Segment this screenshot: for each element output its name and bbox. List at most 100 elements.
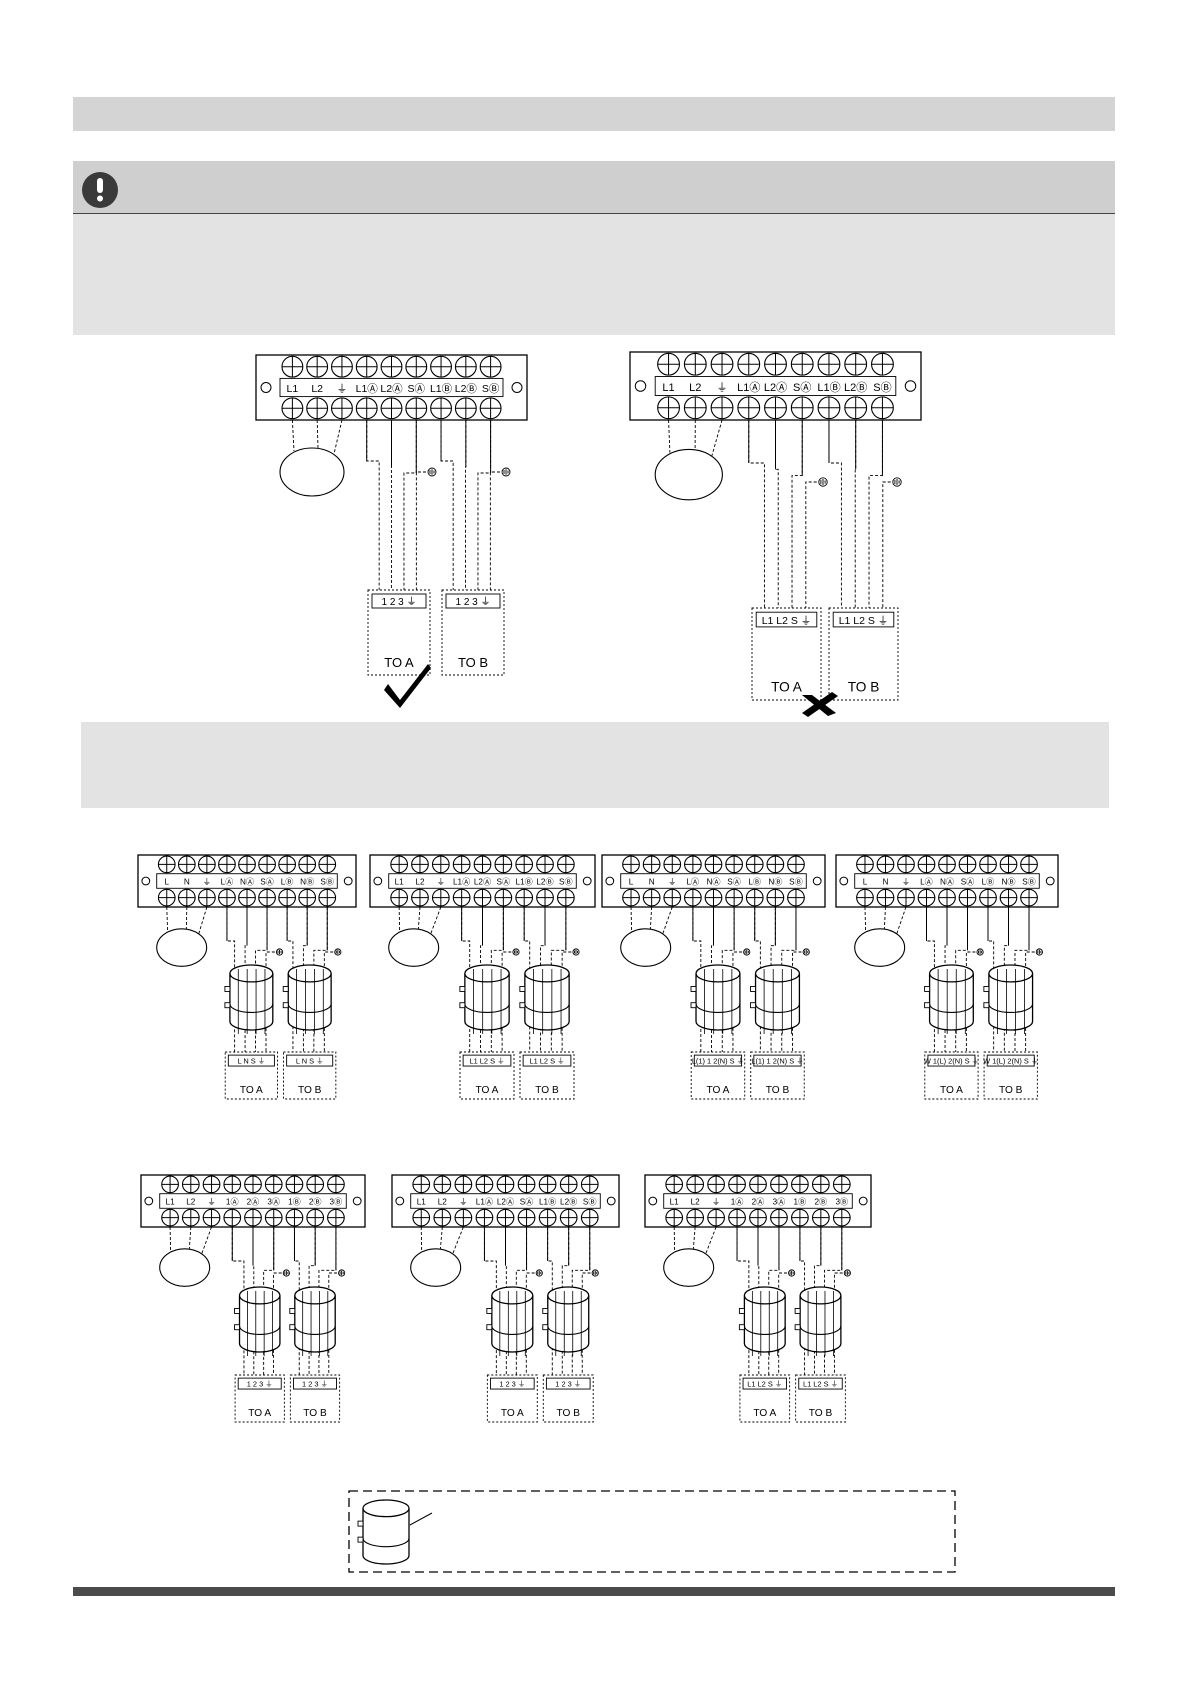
block-terminal-label: W 1(L) 2(N) S ⏚ bbox=[983, 1057, 1038, 1066]
screw-terminal bbox=[938, 888, 956, 907]
power-supply-circle bbox=[388, 928, 440, 967]
ground-icon bbox=[802, 948, 810, 956]
screw-terminal bbox=[390, 855, 409, 874]
block-destination-label: TO B bbox=[766, 1085, 790, 1096]
screw-terminal bbox=[764, 352, 787, 376]
terminal-label: L bbox=[629, 878, 634, 887]
block-destination-label: TO A bbox=[248, 1408, 271, 1419]
screw-terminal bbox=[811, 1208, 830, 1227]
screw-terminal bbox=[475, 1208, 494, 1227]
power-supply-circle bbox=[854, 928, 906, 967]
screw-terminal bbox=[538, 1175, 557, 1194]
magnetic-ring-icon bbox=[289, 1286, 336, 1353]
block-terminal-label: L1 L2 S ⏚ bbox=[470, 1057, 505, 1066]
block-destination-label: TO A bbox=[940, 1085, 963, 1096]
terminal-label: 3Ⓐ bbox=[773, 1198, 786, 1207]
screw-terminal bbox=[258, 888, 276, 907]
terminal-label: SⒷ bbox=[789, 878, 803, 887]
label-strip bbox=[279, 377, 504, 398]
magnetic-ring-icon bbox=[519, 964, 570, 1031]
screw-terminal bbox=[790, 352, 814, 376]
magnetic-ring-icon bbox=[282, 964, 332, 1031]
cable-block-b: L1 L2 S ⏚TO B bbox=[519, 907, 580, 1100]
screw-terminal bbox=[787, 855, 805, 874]
screw-terminal bbox=[327, 1175, 345, 1194]
screw-terminal bbox=[580, 1175, 599, 1194]
screw-terminal bbox=[817, 352, 841, 376]
screw-terminal bbox=[657, 352, 680, 376]
mount-hole bbox=[606, 1196, 616, 1206]
magnetic-ring-icon bbox=[690, 964, 741, 1031]
terminal-label: L bbox=[863, 878, 868, 887]
terminal-label: L2Ⓐ bbox=[474, 878, 491, 887]
screw-terminal bbox=[285, 1208, 304, 1227]
screw-terminal bbox=[330, 355, 353, 378]
terminal-label: L2Ⓑ bbox=[560, 1198, 577, 1207]
mount-hole bbox=[634, 380, 647, 392]
screw-terminal bbox=[663, 888, 682, 907]
screw-terminal bbox=[876, 888, 895, 907]
screw-terminal bbox=[412, 1175, 431, 1194]
screw-terminal bbox=[298, 888, 317, 907]
screw-terminal bbox=[430, 355, 453, 378]
screw-terminal bbox=[817, 396, 841, 420]
terminal-label: L2 bbox=[689, 382, 701, 394]
power-supply-circle bbox=[156, 928, 208, 967]
label-strip bbox=[410, 1193, 601, 1209]
screw-terminal bbox=[475, 1175, 494, 1194]
cable-block-a: 1 2 3 ⏚TO A bbox=[231, 1227, 290, 1423]
terminal-label: SⒷ bbox=[1022, 878, 1036, 887]
screw-terminal bbox=[198, 855, 216, 874]
terminal-label: 3Ⓑ bbox=[330, 1198, 343, 1207]
screw-terminal bbox=[433, 1208, 452, 1227]
screw-terminal bbox=[917, 888, 936, 907]
block-terminal-label: L1 L2 S ⏚ bbox=[747, 1380, 782, 1389]
magnetic-ring-icon bbox=[234, 1286, 281, 1353]
screw-terminal bbox=[281, 355, 304, 378]
screw-terminal bbox=[473, 888, 492, 907]
screw-terminal bbox=[496, 1208, 515, 1227]
screw-terminal bbox=[958, 888, 977, 907]
terminal-label: L2 bbox=[186, 1198, 196, 1207]
screw-terminal bbox=[556, 855, 575, 874]
terminal-label: 2Ⓐ bbox=[247, 1198, 260, 1207]
screw-terminal bbox=[657, 396, 680, 420]
terminal-label: ⏚ bbox=[337, 383, 348, 395]
magnetic-ring-icon bbox=[983, 964, 1034, 1031]
screw-terminal bbox=[663, 855, 682, 874]
screw-terminal bbox=[844, 396, 868, 420]
block-terminal-label: 1 2 3 ⏚ bbox=[555, 1380, 581, 1389]
screw-terminal bbox=[642, 888, 661, 907]
screw-terminal bbox=[642, 855, 661, 874]
block-destination-label: TO B bbox=[303, 1408, 327, 1419]
terminal-label: L2 bbox=[438, 1198, 448, 1207]
screw-terminal bbox=[412, 1208, 431, 1227]
ground-icon bbox=[512, 948, 520, 956]
screw-terminal bbox=[390, 888, 409, 907]
screw-terminal bbox=[737, 352, 761, 376]
screw-terminal bbox=[223, 1175, 242, 1194]
screw-terminal bbox=[181, 1208, 200, 1227]
screw-terminal bbox=[405, 355, 428, 378]
screw-terminal bbox=[157, 888, 176, 907]
mount-hole bbox=[582, 876, 592, 886]
screw-terminal bbox=[218, 855, 236, 874]
terminal-label: ⏚ bbox=[207, 1198, 215, 1207]
screw-terminal bbox=[306, 1175, 325, 1194]
terminal-label: L2 bbox=[691, 1198, 701, 1207]
screw-terminal bbox=[223, 1208, 242, 1227]
screw-terminal bbox=[536, 855, 554, 874]
cable-block-a: L N S ⏚TO A bbox=[224, 907, 284, 1100]
screw-terminal bbox=[897, 855, 915, 874]
screw-terminal bbox=[515, 855, 534, 874]
mount-hole bbox=[511, 382, 523, 393]
screw-terminal bbox=[728, 1208, 746, 1227]
screw-terminal bbox=[454, 397, 477, 420]
terminal-label: LⒶ bbox=[221, 878, 234, 887]
mount-hole bbox=[373, 876, 383, 886]
terminal-label: N bbox=[184, 878, 190, 887]
magnetic-ring-icon bbox=[750, 964, 801, 1031]
